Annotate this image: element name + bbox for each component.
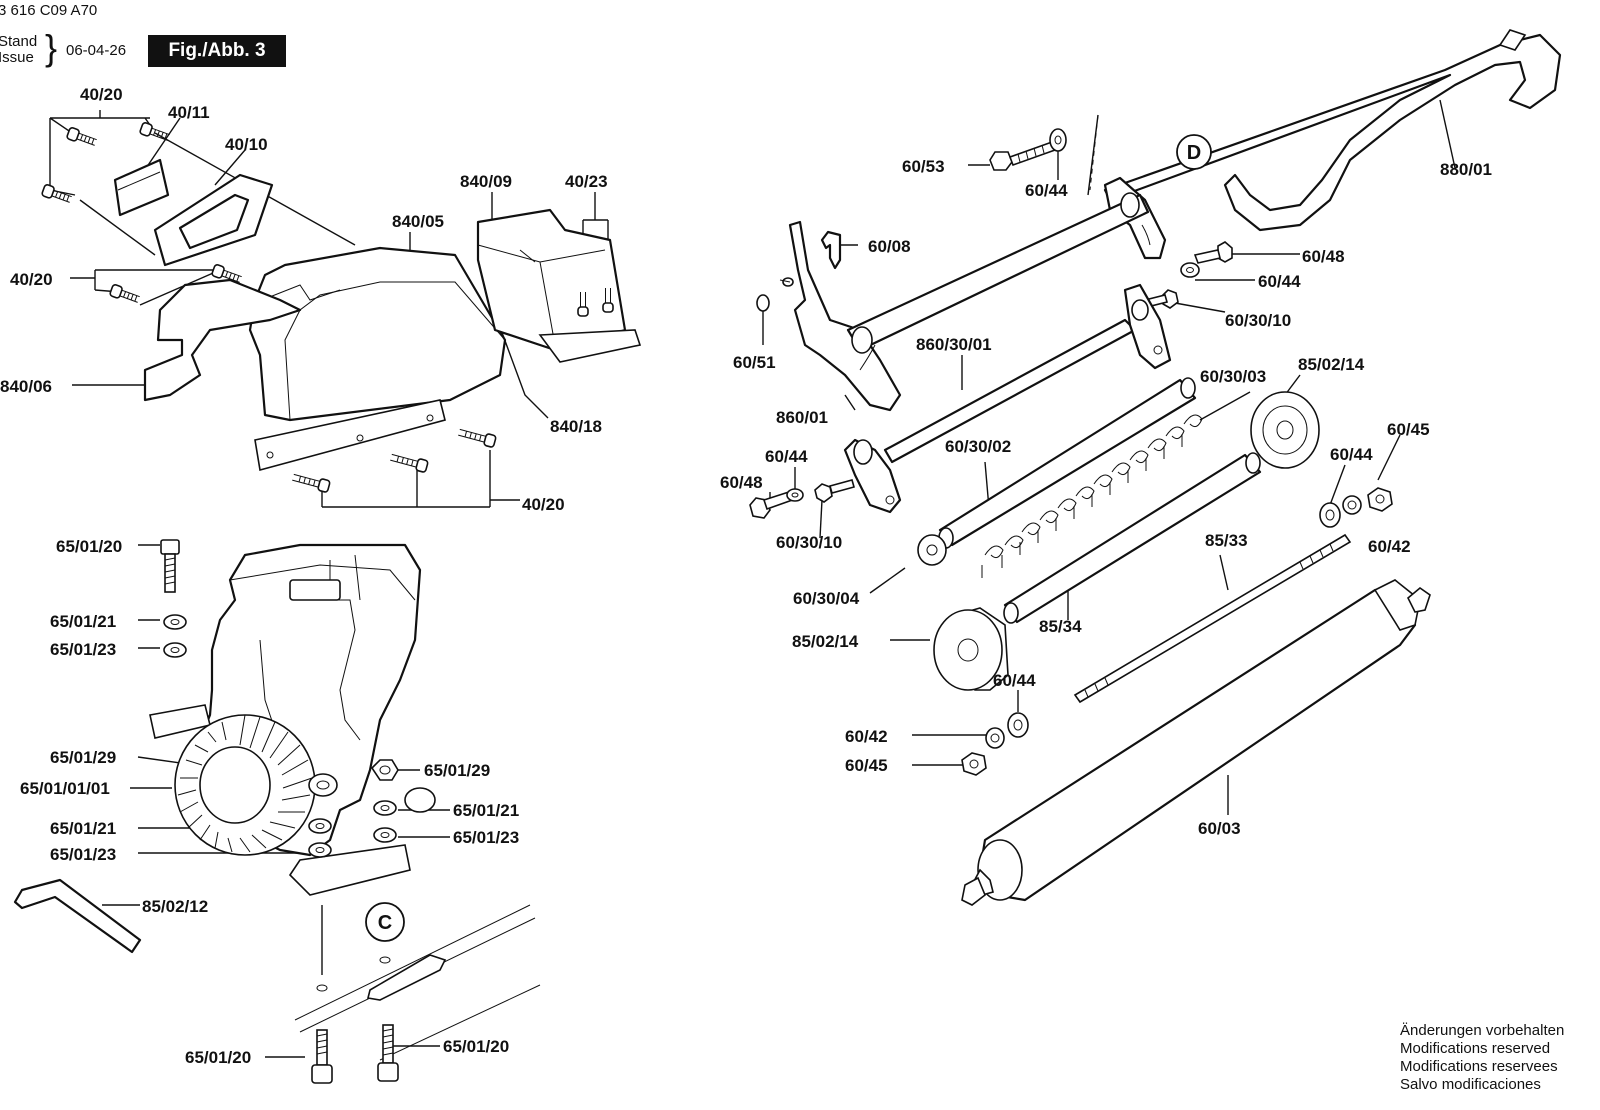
notice-fr: Modifications reservees [1400, 1058, 1558, 1075]
label-85-02-14-top: 85/02/14 [1298, 355, 1365, 374]
label-60-30-02: 60/30/02 [945, 437, 1011, 456]
label-60-45-bottom: 60/45 [845, 756, 888, 775]
part-860-30-01-crossbar [843, 283, 1172, 514]
label-60-30-04: 60/30/04 [793, 589, 860, 608]
label-60-51: 60/51 [733, 353, 776, 372]
label-65-01-20-bottom-right: 65/01/20 [443, 1037, 509, 1056]
engine-washers [160, 539, 399, 858]
part-85-33-threaded-rod [1073, 533, 1352, 704]
part-60-03-roller [961, 579, 1431, 906]
label-60-53: 60/53 [902, 157, 945, 176]
label-60-42-right: 60/42 [1368, 537, 1411, 556]
label-85-33: 85/33 [1205, 531, 1248, 550]
stand-label: Stand [0, 33, 38, 50]
part-85-02-14-wheels [933, 391, 1320, 691]
part-85-34-tube [1003, 452, 1262, 624]
label-840-18: 840/18 [550, 417, 602, 436]
label-40-20-top: 40/20 [80, 85, 123, 104]
label-60-03: 60/03 [1198, 819, 1241, 838]
modification-notice: Änderungen vorbehalten Modifications res… [1400, 1022, 1564, 1094]
label-60-30-10-top: 60/30/10 [1225, 311, 1291, 330]
part-880-01-handle [1103, 29, 1562, 232]
label-65-01-21-right: 65/01/21 [453, 801, 519, 820]
part-engine-block [149, 543, 436, 896]
label-60-44-bottom: 60/44 [993, 671, 1036, 690]
label-65-01-29-right: 65/01/29 [424, 761, 490, 780]
part-840-06-bracket [143, 278, 302, 402]
issue-date: 06-04-26 [66, 42, 127, 59]
label-880-01: 880/01 [1440, 160, 1492, 179]
bolts-65-01-20-bottom [311, 1024, 399, 1084]
circle-marker-d: D [1176, 134, 1212, 170]
label-60-44-right: 60/44 [1330, 445, 1373, 464]
washer-60-44-top [1049, 128, 1067, 152]
part-60-08-clip [820, 230, 842, 270]
circle-marker-c-letter: C [378, 912, 392, 934]
label-40-20-bottom: 40/20 [522, 495, 565, 514]
washers-60-44-60-42-60-45-left [961, 712, 1029, 776]
label-65-01-20-bottom-left: 65/01/20 [185, 1048, 251, 1067]
label-60-44-mid: 60/44 [1258, 272, 1301, 291]
label-60-48-left: 60/48 [720, 473, 763, 492]
part-60-51-pin [756, 294, 770, 312]
label-40-10: 40/10 [225, 135, 268, 154]
label-60-08: 60/08 [868, 237, 911, 256]
label-65-01-29-left: 65/01/29 [50, 748, 116, 767]
label-65-01-20-top: 65/01/20 [56, 537, 122, 556]
label-85-34: 85/34 [1039, 617, 1082, 636]
part-840-05-cover [248, 246, 507, 472]
part-60-30-03-springs [981, 414, 1203, 578]
label-40-11: 40/11 [168, 103, 210, 122]
label-860-30-01: 860/30/01 [916, 335, 992, 354]
part-85-02-12-hex-key [13, 878, 142, 954]
figure-label: Fig./Abb. 3 [148, 35, 286, 67]
label-60-30-10-bottom: 60/30/10 [776, 533, 842, 552]
label-840-05: 840/05 [392, 212, 444, 231]
label-65-01-21-top: 65/01/21 [50, 612, 116, 631]
screws-40-23 [577, 288, 614, 317]
label-60-44-left: 60/44 [765, 447, 808, 466]
label-65-01-23-top: 65/01/23 [50, 640, 116, 659]
part-860-01-frame [779, 176, 1167, 412]
label-860-01: 860/01 [776, 408, 828, 427]
part-60-30-04-bushing [917, 534, 947, 566]
screws-40-20-top [41, 122, 497, 493]
frame-rails [294, 904, 541, 1061]
washers-60-44-60-45-right [1319, 487, 1393, 528]
circle-marker-c: C [365, 902, 405, 942]
label-65-01-23-left: 65/01/23 [50, 845, 116, 864]
part-40-11-plate [113, 158, 170, 217]
document-number: 3 616 C09 A70 [0, 2, 98, 19]
label-65-01-23-right: 65/01/23 [453, 828, 519, 847]
stand-issue-label: Stand Issue [0, 34, 37, 66]
notice-de: Änderungen vorbehalten [1400, 1022, 1565, 1039]
label-60-42-left: 60/42 [845, 727, 888, 746]
brace-glyph: } [45, 27, 58, 68]
label-60-44-top: 60/44 [1025, 181, 1068, 200]
part-60-30-02-tube [938, 377, 1197, 549]
label-840-06: 840/06 [0, 377, 52, 396]
label-60-30-03: 60/30/03 [1200, 367, 1266, 386]
part-labels: 40/20 40/11 40/10 840/09 40/23 840/05 40… [0, 85, 1492, 1067]
label-85-02-14-bottom: 85/02/14 [792, 632, 859, 651]
label-40-20-left: 40/20 [10, 270, 53, 289]
label-65-01-21-left: 65/01/21 [50, 819, 116, 838]
label-840-09: 840/09 [460, 172, 512, 191]
issue-label: Issue [0, 49, 34, 66]
bolt-60-53 [989, 140, 1057, 171]
notice-en: Modifications reserved [1400, 1040, 1551, 1057]
label-60-45-top: 60/45 [1387, 420, 1430, 439]
label-40-23: 40/23 [565, 172, 608, 191]
label-65-01-01-01: 65/01/01/01 [20, 779, 110, 798]
part-40-10-gasket [153, 173, 274, 267]
notice-es: Salvo modificaciones [1400, 1076, 1541, 1093]
screws-60-48-60-44-left [749, 479, 855, 519]
label-85-02-12: 85/02/12 [142, 897, 208, 916]
circle-marker-d-letter: D [1187, 142, 1201, 164]
label-60-48-top: 60/48 [1302, 247, 1345, 266]
